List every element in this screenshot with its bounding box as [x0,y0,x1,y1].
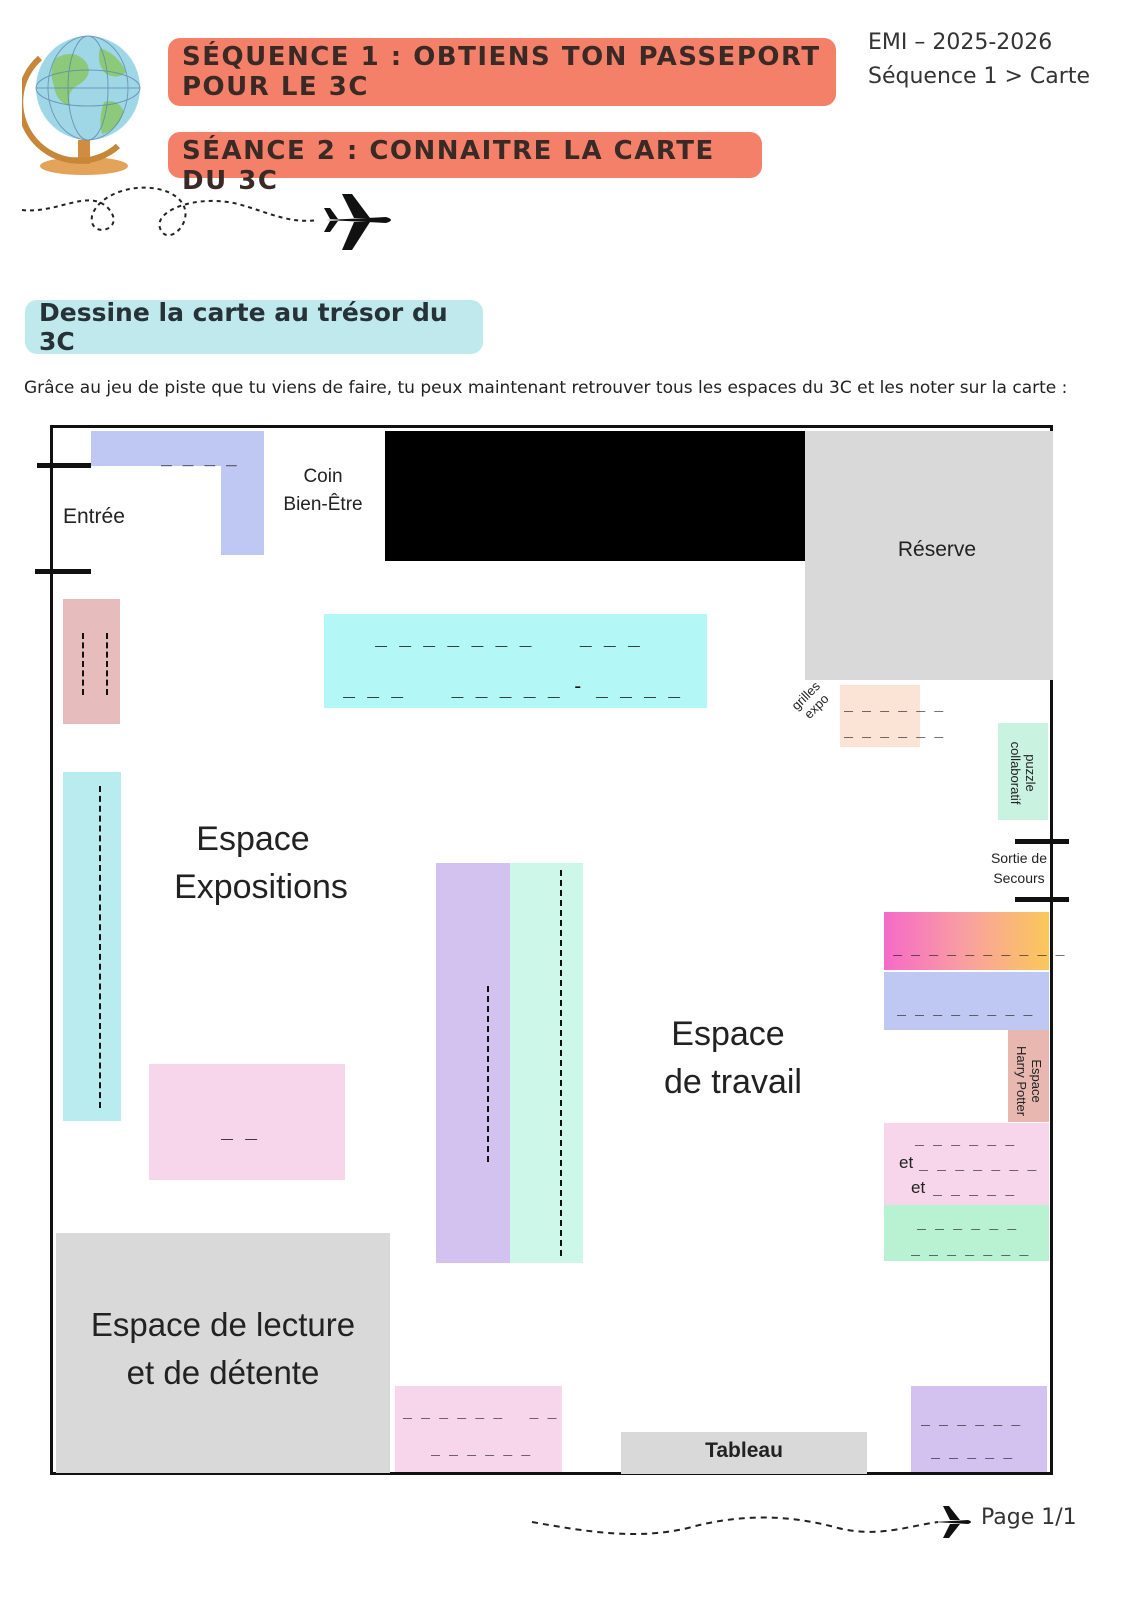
entrance-label: Entrée [63,505,125,528]
blank-gradient: _ _ _ _ _ _ _ _ _ _ [893,938,1065,956]
entrance-door-bottom [35,569,91,574]
emergency-door-bottom [1015,897,1069,902]
page-number: Page 1/1 [981,1505,1077,1530]
harry-label: Espace Harry Potter [1014,1033,1044,1129]
pink-small-shelf [149,1064,345,1180]
blank-pink-small: _ _ [221,1116,258,1140]
rose-shelf [63,599,120,724]
puzzle-label: puzzle collaboratif [1008,721,1038,825]
blank-cyan-2: _ _ _ _ _ _ _ _ - _ _ _ _ [343,674,681,698]
footer-flight-path [528,1500,978,1544]
peach-shelf [840,685,920,747]
et-label-1: et [899,1153,914,1172]
reserve-label: Réserve [897,538,977,561]
emergency-door-top [1015,839,1069,844]
coin-label-2: Bien-Être [283,494,363,515]
puzzle-shelf [998,723,1048,820]
puzzle-label-1: puzzle [1023,754,1038,792]
lecture-label-1: Espace de lecture [90,1306,356,1343]
flight-path-decoration [18,180,398,260]
green-right-shelf [884,1205,1049,1261]
floor-plan: Entrée _ _ _ _ Coin Bien-Être Réserve _ … [35,425,1069,1475]
blank-cyan-1: _ _ _ _ _ _ _ _ _ _ [375,623,640,647]
school-year: EMI – 2025-2026 [868,30,1053,55]
expositions-label-2: Expositions [174,868,348,906]
blank-green-1: _ _ _ _ _ _ [917,1212,1017,1230]
whiteboard-label: Tableau [705,1439,783,1462]
puzzle-label-2: collaboratif [1008,741,1023,805]
whiteboard [621,1432,867,1474]
airplane-icon [324,194,391,250]
exit-label-1: Sortie de [990,850,1048,866]
mint-shelf [510,863,583,1263]
blue-l-shelf-side [221,431,264,555]
harry-potter-shelf [1008,1030,1049,1122]
reserve-room [805,431,1053,680]
blank-rose-1 [82,633,84,695]
lavender-shelf [436,863,510,1263]
blank-pink-right-3: _ _ _ _ _ [933,1178,1015,1196]
session-title: Séance 2 : connaitre la carte du 3C [168,132,762,196]
airplane-icon-footer [934,1506,971,1538]
expositions-label-1: Espace [196,820,310,858]
sequence-title: Séquence 1 : Obtiens ton passeport pour … [168,38,836,106]
blank-lavender [487,986,489,1162]
blue-right-shelf [884,972,1049,1030]
blank-blue-right: _ _ _ _ _ _ _ _ [897,998,1033,1016]
et-label-2: et [911,1178,926,1197]
blank-cyan-long [99,786,101,1108]
blank-pink-right-1: _ _ _ _ _ _ [915,1128,1015,1146]
blank-lavender-bottom-2: _ _ _ _ _ [931,1441,1013,1459]
blank-lavender-bottom-1: _ _ _ _ _ _ [921,1408,1021,1426]
intro-text: Grâce au jeu de piste que tu viens de fa… [24,378,1068,398]
exit-label-2: Secours [993,870,1045,886]
reading-area [56,1233,390,1473]
blank-green-2: _ _ _ _ _ _ _ [911,1238,1029,1256]
gradient-shelf [884,912,1049,970]
blank-peach-1: _ _ _ _ _ _ [844,694,944,712]
entrance-door-top [37,463,91,468]
travail-label-1: Espace [671,1015,785,1053]
harry-label-1: Espace [1029,1059,1044,1103]
cyan-central-block [324,614,707,708]
blank-blue-l: _ _ _ _ [161,446,237,467]
pink-right-shelf [884,1123,1049,1205]
blank-pink-right-2: _ _ _ _ _ _ _ [919,1153,1037,1171]
blank-pink-bottom-1: _ _ _ _ _ _ _ _ [403,1401,557,1419]
breadcrumb: Séquence 1 > Carte [868,64,1090,89]
cyan-long-shelf [63,772,121,1121]
section-heading: Dessine la carte au trésor du 3C [25,298,483,356]
pink-bottom-shelf [395,1386,562,1472]
blank-mint [560,870,562,1256]
globe-icon [17,18,142,178]
lecture-label-2: et de détente [126,1354,320,1391]
blank-pink-bottom-2: _ _ _ _ _ _ [431,1438,531,1456]
blank-rose-2 [106,633,108,695]
blank-peach-2: _ _ _ _ _ _ [844,720,944,738]
travail-label-2: de travail [664,1063,802,1101]
black-block [385,431,805,561]
harry-label-2: Harry Potter [1014,1045,1029,1117]
lavender-bottom-shelf [911,1386,1047,1472]
coin-label-1: Coin [303,466,343,487]
